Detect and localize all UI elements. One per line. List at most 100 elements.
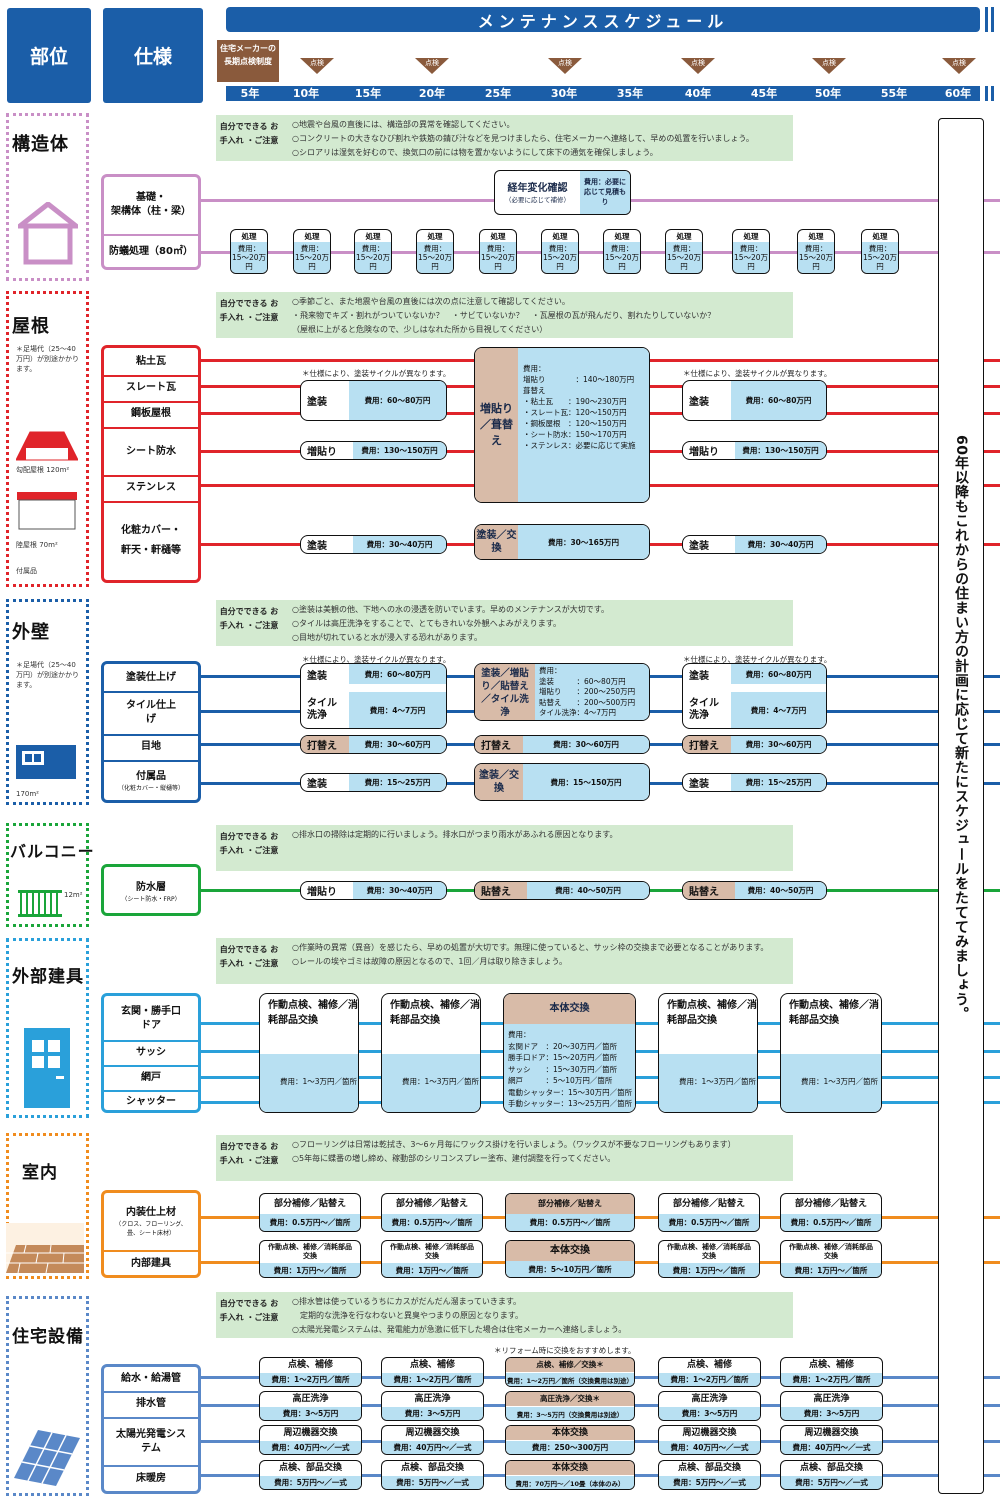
equipment-line-tail	[984, 1440, 1000, 1443]
replace-cost: 費用：40〜50万円	[527, 882, 649, 899]
equip-title: 本体交換	[506, 1426, 634, 1440]
spec-slate: スレート瓦	[126, 382, 176, 393]
fit-title: 作動点検、補修／消耗部品交換	[268, 1243, 352, 1260]
care-line: ○5年毎に蝶番の増し締め、稼動部のシリコンスプレー塗布、建付調整を行ってください…	[292, 1154, 616, 1163]
equipment-line-tail	[984, 1376, 1000, 1379]
care-line: 定期的な洗浄を行なわないと異臭やつまりの原因となります。	[292, 1311, 523, 1320]
roof-scaffold-note: ＊足場代（25〜40万円）が別途かかります。	[16, 345, 79, 373]
equip-title: 点検、部品交換	[400, 1463, 464, 1473]
balcony-railing-icon	[18, 890, 62, 917]
joint-cost: 費用：30〜60万円	[523, 736, 649, 753]
year-label: 45年	[750, 87, 778, 100]
equip-cell: 周辺機器交換費用：40万円〜／一式	[780, 1425, 883, 1455]
roof-acc-paint: 塗装費用：30〜40万円	[300, 535, 447, 554]
roof-line-tail	[984, 484, 1000, 487]
equip-cost: 費用：40万円〜／一式	[382, 1441, 483, 1454]
equip-cost: 費用：1〜2万円／箇所	[260, 1373, 361, 1386]
schedule-title: メンテナンススケジュール	[226, 7, 980, 32]
equip-cost: 費用：1〜2万円／箇所	[659, 1373, 760, 1386]
equip-cell: 高圧洗浄費用：3〜5万円	[259, 1391, 362, 1421]
acc-paint-label: 塗装	[689, 541, 709, 552]
treat-cost: 費用：15〜20万円	[798, 242, 834, 273]
replace-line: ・鋼板屋根 ：120〜150万円	[523, 419, 627, 428]
solar-panel-icon	[14, 1430, 80, 1486]
inspection-label: 点検	[425, 59, 439, 67]
treat-title: 処理	[743, 232, 759, 241]
wall-replace-line: 増貼り ：200〜250万円	[539, 687, 636, 696]
equip-title: 周辺機器交換	[405, 1428, 460, 1438]
fittings-line-tail	[984, 1022, 1000, 1025]
repair-title: 作動点検、補修／消耗部品交換	[268, 1000, 358, 1026]
treat-cost: 費用：15〜20万円	[604, 242, 640, 273]
acc-replace-cost: 費用：15〜150万円	[523, 764, 649, 800]
wall-replace-line: タイル洗浄：4〜7万円	[539, 708, 617, 717]
equip-title: 高圧洗浄／交換＊	[506, 1392, 634, 1406]
care-line: ○タイルは高圧洗浄をすることで、とてもきれいな外観へよみがえります。	[292, 619, 561, 628]
part-header: 部位	[7, 8, 91, 103]
spec-joint: 目地	[141, 741, 161, 752]
fittings-repair-box: 作動点検、補修／消耗部品交換費用：1〜3万円／箇所	[780, 993, 882, 1113]
spec-waterproof: 防水層	[136, 881, 166, 893]
equip-cost: 費用：5万円〜／一式	[659, 1476, 760, 1489]
paint-label: 塗装	[689, 670, 709, 682]
replace-cost: 費用：40〜50万円	[735, 882, 826, 899]
spec-screen: 網戸	[141, 1072, 161, 1083]
spec-cover: 化粧カバー・軒天・軒樋等	[121, 525, 181, 556]
roof-spec-box: 粘土瓦 スレート瓦 鋼板屋根 シート防水 ステンレス 化粧カバー・軒天・軒樋等	[101, 345, 201, 583]
spec-paint-finish: 塗装仕上げ	[126, 672, 176, 683]
termite-treatment: 処理費用：15〜20万円	[479, 229, 517, 274]
inspection-marker	[681, 58, 715, 74]
reroof-label: 増貼り	[307, 447, 337, 458]
wall-acc-paint: 塗装費用：15〜25万円	[300, 773, 447, 792]
treat-title: 処理	[808, 232, 824, 241]
inspection-marker	[415, 58, 449, 74]
balcony-replace: 貼替え費用：40〜50万円	[474, 881, 650, 900]
year-bar-end	[991, 86, 994, 101]
equip-cost: 費用：250〜300万円	[506, 1441, 634, 1454]
repair-cost: 費用：1〜3万円／箇所	[260, 1054, 358, 1112]
equip-cell: 周辺機器交換費用：40万円〜／一式	[658, 1425, 761, 1455]
spec-drain: 排水管	[136, 1398, 166, 1409]
future-plan-box: 60年以降もこれからの住まい方の計画に応じて新たにスケジュールをたててみましょう…	[938, 118, 984, 1494]
fittings-care-box: 自分でできる お手入れ ・ご注意 ○作業時の異常（異音）を感じたら、早めの処置が…	[216, 938, 793, 984]
spec-door: 玄関・勝手口ドア	[121, 1006, 181, 1031]
acc-paint-cost: 費用：30〜40万円	[735, 536, 826, 553]
flat-roof-area: 陸屋根 70m²	[16, 541, 58, 549]
interior-repair: 部分補修／貼替え費用：0.5万円〜／箇所	[658, 1193, 760, 1232]
care-line: ・飛来物でキズ・割れがついていないか？ ・サビていないか？ ・瓦屋根の瓦が飛んだ…	[292, 311, 716, 320]
paint-label: 塗装	[307, 397, 327, 408]
equip-title: 高圧洗浄	[691, 1394, 728, 1404]
equip-title: 点検、補修／交換＊	[506, 1358, 634, 1372]
year-label: 20年	[418, 87, 446, 100]
year-bar-end	[985, 86, 988, 101]
equip-title: 高圧洗浄	[292, 1394, 329, 1404]
equip-cost: 費用：5万円〜／一式	[781, 1476, 882, 1489]
fit-title: 作動点検、補修／消耗部品交換	[667, 1243, 751, 1260]
repair-cost: 費用：0.5万円〜／箇所	[506, 1214, 634, 1231]
replace-line: ・粘土瓦 ：190〜230万円	[523, 397, 627, 406]
termite-treatment: 処理費用：15〜20万円	[732, 229, 770, 274]
equip-title: 点検、補修	[409, 1360, 455, 1370]
spec-interior-fittings: 内部建具	[131, 1258, 171, 1269]
termite-treatment: 処理費用：15〜20万円	[797, 229, 835, 274]
interior-fit: 本体交換費用：5〜10万円／箇所	[505, 1240, 635, 1278]
treat-title: 処理	[614, 232, 630, 241]
equip-title: 点検、補修	[287, 1360, 333, 1370]
year-label: 10年	[292, 87, 320, 100]
tile-cost: 費用：4〜7万円	[349, 692, 446, 728]
treat-title: 処理	[304, 232, 320, 241]
spec-foundation: 基礎・	[136, 192, 166, 203]
equip-cell: 点検、補修費用：1〜2万円／箇所	[780, 1357, 883, 1387]
inspection-label: 点検	[310, 59, 324, 67]
equip-cell: 点検、補修費用：1〜2万円／箇所	[658, 1357, 761, 1387]
reroof-cost: 費用：130〜150万円	[353, 442, 446, 459]
wall-replace-label: 塗装／増貼り／貼替え／タイル洗浄	[475, 664, 535, 720]
roof-reroof-pill: 増貼り 費用：130〜150万円	[300, 441, 447, 460]
cycle-note: ＊仕様により、塗装サイクルが異なります。	[302, 369, 451, 378]
roof-care-box: 自分でできる お手入れ ・ご注意 ○季節ごと、また地震や台風の直後には次の点に注…	[216, 292, 793, 338]
year-label: 15年	[354, 87, 382, 100]
equip-title: 本体交換	[506, 1461, 634, 1475]
year-label: 50年	[814, 87, 842, 100]
roof-line-tail	[984, 385, 1000, 388]
acc-replace-cost: 費用：30〜165万円	[518, 525, 649, 559]
